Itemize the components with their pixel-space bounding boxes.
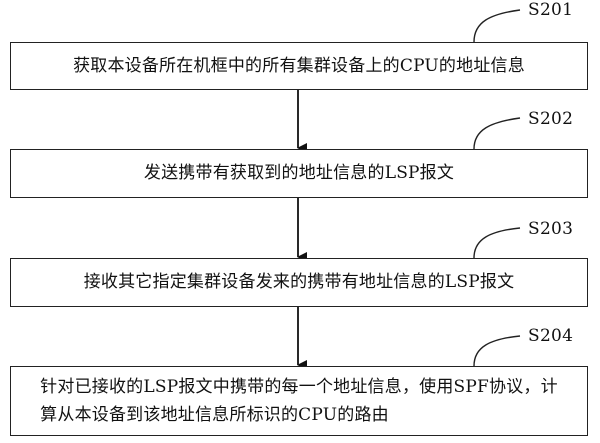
label-leader-s202 <box>473 117 521 150</box>
step-text-s204: 针对已接收的LSP报文中携带的每一个地址信息，使用SPF协议，计 算从本设备到该… <box>40 373 558 429</box>
label-leader-s204 <box>473 335 521 367</box>
step-label-s203: S203 <box>528 219 574 239</box>
label-leader-s203 <box>473 227 521 259</box>
step-text-s203: 接收其它指定集群设备发来的携带有地址信息的LSP报文 <box>83 272 515 292</box>
step-text-s204-line1: 针对已接收的LSP报文中携带的每一个地址信息，使用SPF协议，计 <box>40 377 558 397</box>
step-text-s202: 发送携带有获取到的地址信息的LSP报文 <box>143 163 455 183</box>
step-text-s201: 获取本设备所在机框中的所有集群设备上的CPU的地址信息 <box>73 55 525 76</box>
step-box-s204: 针对已接收的LSP报文中携带的每一个地址信息，使用SPF协议，计 算从本设备到该… <box>10 366 588 436</box>
step-label-s202: S202 <box>528 109 574 129</box>
step-box-s201: 获取本设备所在机框中的所有集群设备上的CPU的地址信息 <box>10 42 588 90</box>
step-text-s204-line2: 算从本设备到该地址信息所标识的CPU的路由 <box>40 405 389 425</box>
step-box-s202: 发送携带有获取到的地址信息的LSP报文 <box>10 149 588 198</box>
step-label-s204: S204 <box>528 326 574 346</box>
step-label-s201: S201 <box>528 0 574 20</box>
label-leader-s201 <box>473 9 521 43</box>
step-box-s203: 接收其它指定集群设备发来的携带有地址信息的LSP报文 <box>10 258 588 307</box>
